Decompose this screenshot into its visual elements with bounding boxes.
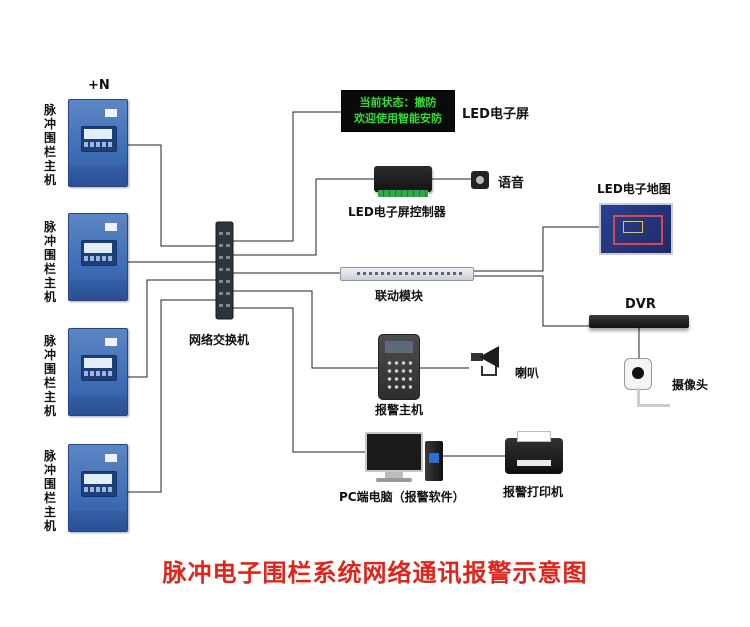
pulse-fence-host-2: [68, 213, 128, 301]
pulse-fence-host-3: [68, 328, 128, 416]
alarm-host-keypad: [378, 334, 420, 400]
camera-icon: [624, 358, 652, 390]
led-electronic-map: [599, 203, 673, 255]
voice-speaker-icon: [471, 171, 489, 189]
host-count-marker: +N: [88, 78, 110, 93]
pulse-fence-host-4: [68, 444, 128, 532]
switch-ports: [219, 232, 230, 307]
pc-label: PC端电脑（报警软件）: [339, 490, 465, 504]
link-switch-controller: [233, 178, 374, 256]
led-screen: 当前状态：撤防 欢迎使用智能安防: [341, 90, 455, 132]
alarm-host-label: 报警主机: [375, 403, 424, 417]
pc-tower: [425, 441, 443, 481]
link-switch-led: [233, 111, 341, 242]
diagram-title: 脉冲电子围栏系统网络通讯报警示意图: [162, 559, 588, 587]
horn-speaker-icon: [469, 344, 499, 376]
pc-monitor: [365, 432, 423, 472]
pc-monitor-stand: [385, 472, 403, 478]
host-label-3: 脉冲围栏主机: [43, 334, 56, 418]
dvr-recorder: [589, 315, 689, 328]
horn-label: 喇叭: [515, 366, 540, 380]
host-label-1: 脉冲围栏主机: [43, 103, 56, 187]
link-host3-switch: [127, 279, 216, 378]
linkage-module-label: 联动模块: [375, 289, 424, 303]
link-host1-switch: [127, 144, 216, 247]
printer-label: 报警打印机: [503, 485, 564, 499]
link-host4-switch: [127, 299, 216, 493]
led-controller-label: LED电子屏控制器: [348, 205, 446, 219]
link-linkage-map: [472, 226, 599, 272]
link-switch-pc: [233, 307, 365, 453]
led-map-label: LED电子地图: [597, 182, 671, 196]
dvr-label: DVR: [625, 297, 656, 312]
camera-label: 摄像头: [672, 378, 709, 392]
led-screen-line-2: 欢迎使用智能安防: [354, 112, 442, 125]
host-label-4: 脉冲围栏主机: [43, 449, 56, 533]
camera-mount: [637, 388, 670, 407]
pulse-fence-host-1: [68, 99, 128, 187]
led-screen-line-1: 当前状态：撤防: [359, 96, 437, 109]
pc-monitor-base: [376, 478, 412, 482]
switch-label: 网络交换机: [189, 333, 250, 347]
alarm-printer: [505, 431, 563, 474]
voice-label: 语音: [498, 176, 525, 191]
link-switch-alarmhost: [233, 290, 378, 369]
led-controller: [374, 166, 432, 197]
network-switch: [215, 221, 234, 320]
host-label-2: 脉冲围栏主机: [43, 220, 56, 304]
led-screen-label: LED电子屏: [462, 107, 529, 122]
link-linkage-dvr: [472, 275, 589, 327]
linkage-module: [340, 267, 474, 281]
